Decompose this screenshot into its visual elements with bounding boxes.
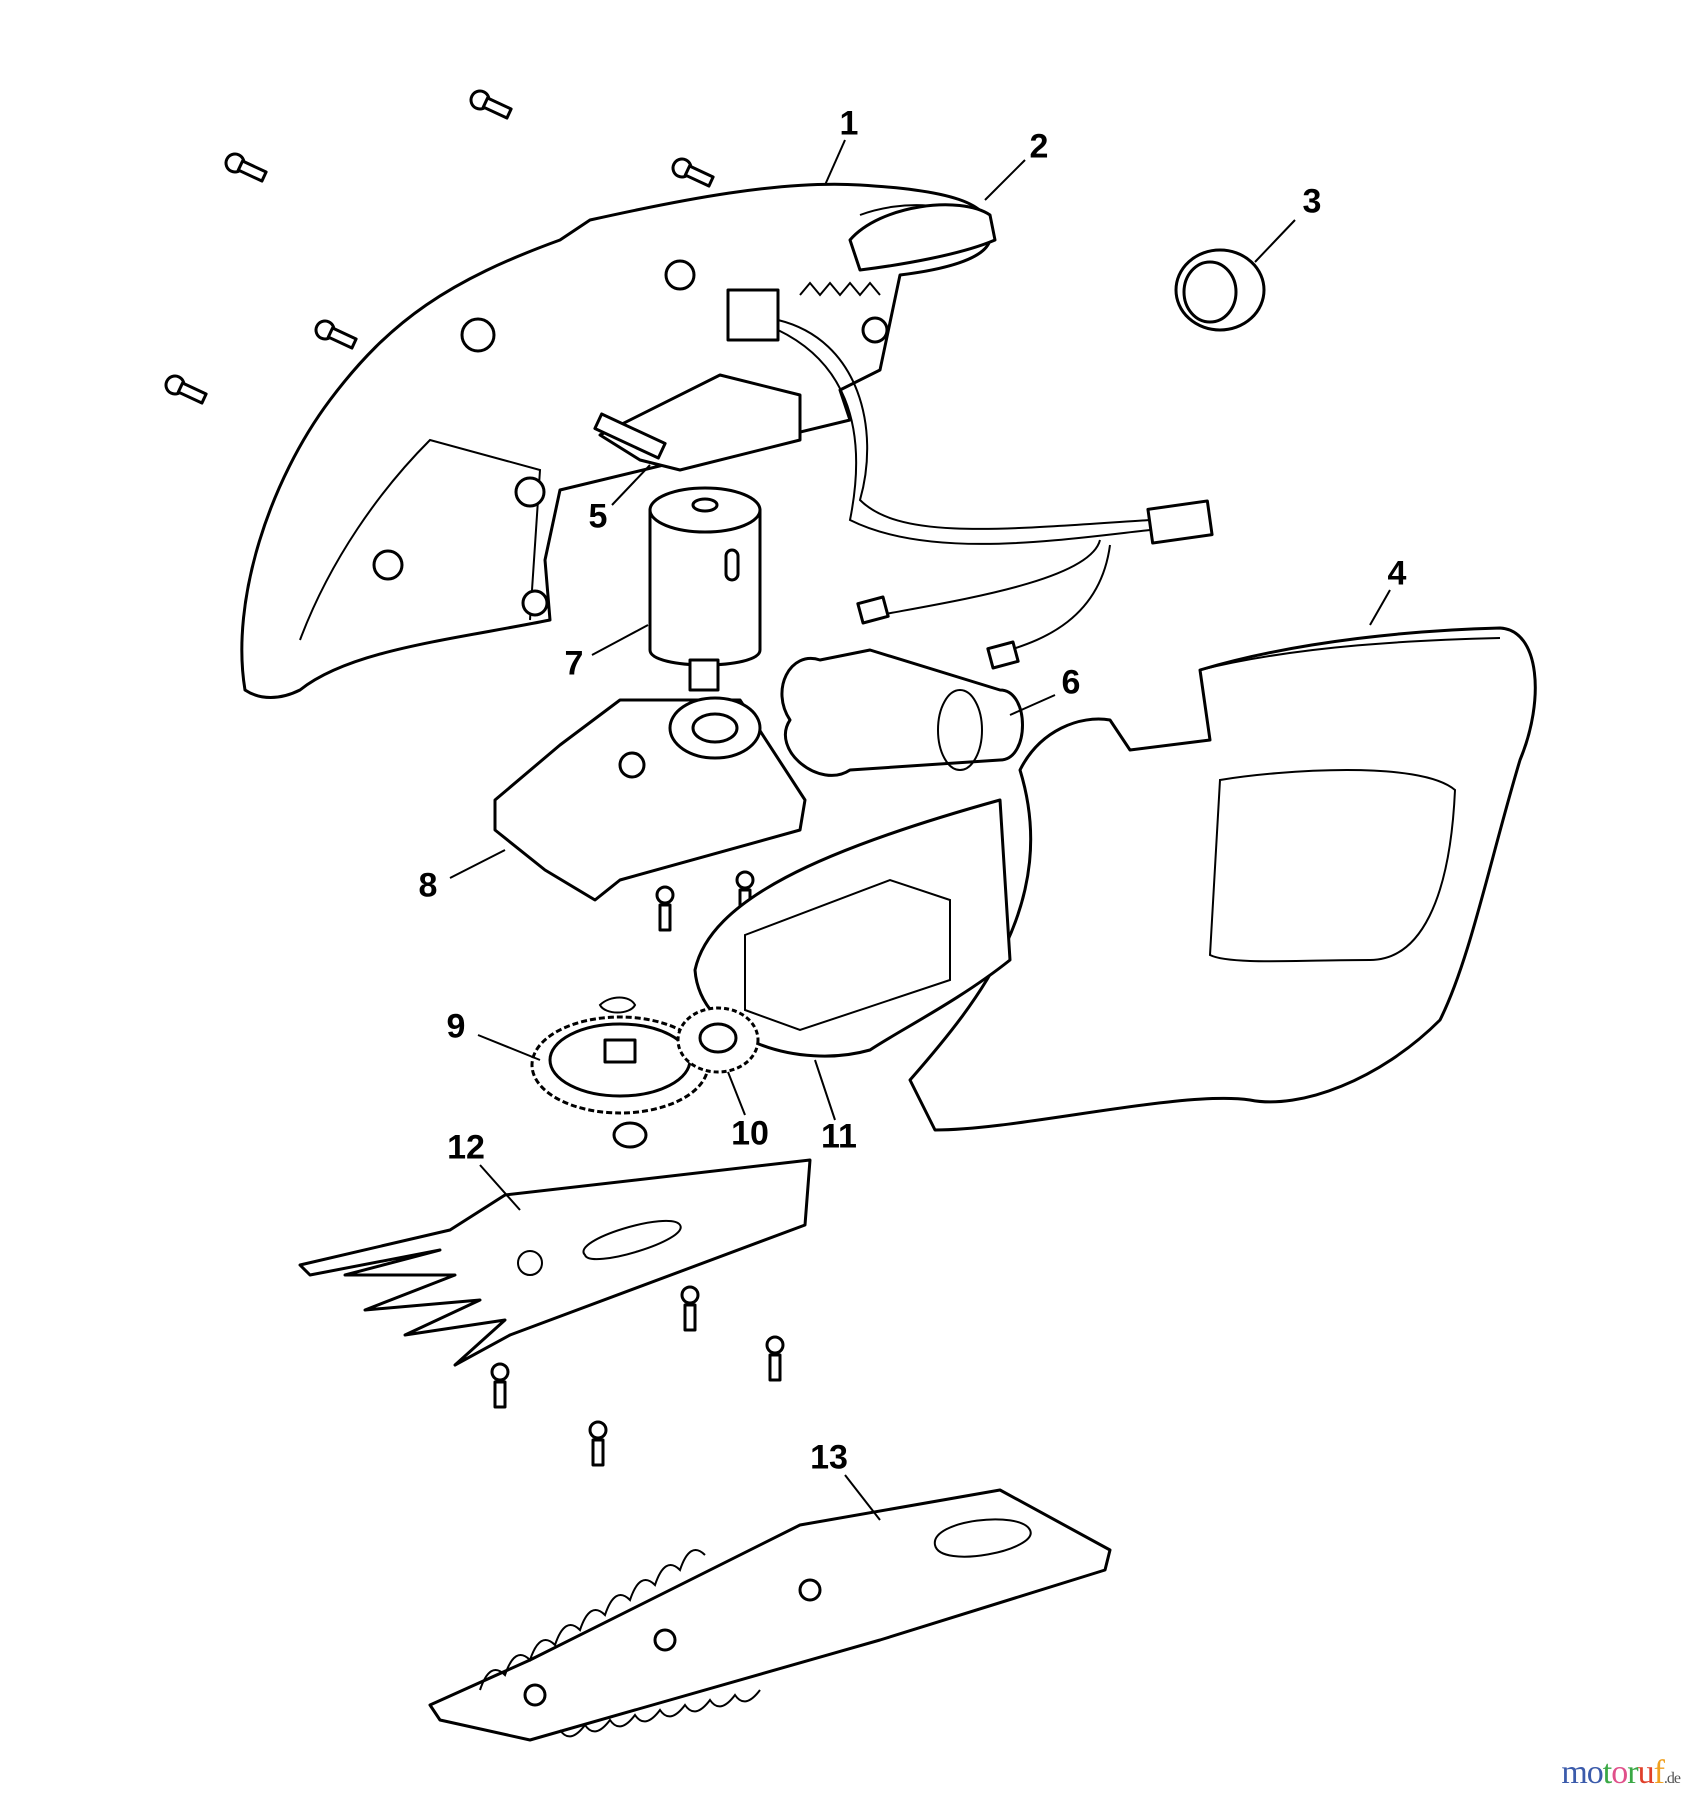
watermark-letter: o (1586, 1754, 1604, 1791)
part-label-13: 13 (810, 1438, 848, 1477)
shear-blade-part-12 (298, 1158, 812, 1467)
battery-pack-part-6 (780, 648, 1024, 777)
part-label-7: 7 (564, 644, 584, 683)
gear-large-part-9 (530, 996, 710, 1115)
gear-housing-part-8 (493, 696, 807, 932)
lever-part-5 (593, 373, 802, 472)
watermark-letter: o (1611, 1754, 1628, 1791)
watermark-logo: motoruf.de (1561, 1754, 1681, 1792)
part-label-1: 1 (839, 104, 859, 143)
watermark-letter: f (1653, 1754, 1665, 1791)
gear-small-part-10 (612, 1006, 760, 1149)
watermark-letter: t (1602, 1754, 1613, 1791)
watermark-letter: r (1627, 1754, 1638, 1791)
hedge-blade-part-13 (428, 1488, 1112, 1742)
handle-housing-part-4 (908, 626, 1537, 1132)
part-label-8: 8 (418, 866, 438, 905)
part-label-2: 2 (1029, 127, 1049, 166)
watermark-letter: m (1561, 1754, 1587, 1791)
watermark-tld: .de (1663, 1770, 1681, 1787)
screw-group-housing (164, 89, 715, 405)
part-label-6: 6 (1061, 663, 1081, 702)
bushing-part-3 (1174, 248, 1266, 332)
part-label-3: 3 (1302, 182, 1322, 221)
leader-lines (449, 139, 1391, 1521)
watermark-letter: u (1637, 1754, 1655, 1791)
battery-cover-part-11 (693, 798, 1012, 1058)
part-label-10: 10 (731, 1114, 769, 1153)
watermark-name: motoruf (1561, 1754, 1665, 1791)
part-label-9: 9 (446, 1007, 466, 1046)
motor-part-7 (648, 486, 762, 692)
part-label-12: 12 (447, 1128, 485, 1167)
part-label-11: 11 (821, 1117, 857, 1156)
switch-part-2 (726, 203, 997, 342)
wiring-harness (777, 319, 1214, 670)
part-label-4: 4 (1387, 554, 1407, 593)
part-label-5: 5 (588, 497, 608, 536)
